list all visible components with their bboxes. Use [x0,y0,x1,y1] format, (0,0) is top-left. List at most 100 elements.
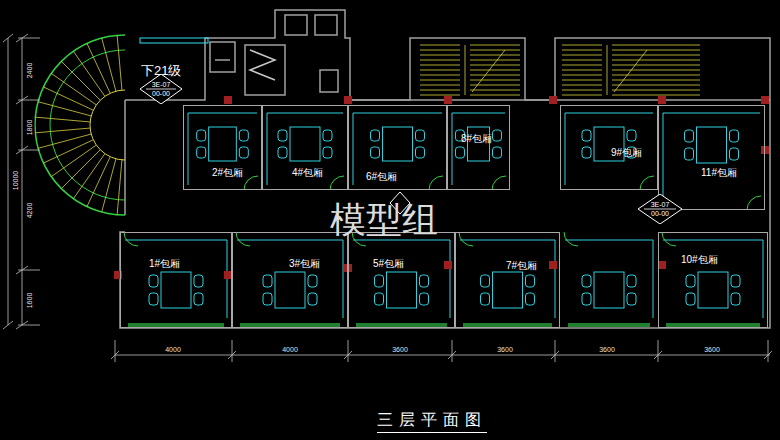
dimension: 4000 [281,345,299,354]
door-swing [459,232,473,246]
plan-line [285,15,307,35]
stair-tread [420,45,460,46]
stair-note: 下21级 [141,62,181,80]
stair-tread [562,85,602,86]
stair-tread [612,90,700,91]
chair [685,148,694,160]
chair [371,130,380,141]
stair-tread [562,80,602,81]
stair-tread [612,75,700,76]
callout-diamond [140,74,182,104]
chair [685,130,694,142]
room-name: 9#包厢 [611,146,642,160]
stair-tread [470,80,520,81]
column [344,96,352,104]
stair-tread [562,60,602,61]
chair [493,130,502,141]
window-strip [128,323,224,327]
chair [278,130,287,141]
table [161,272,191,308]
column [658,96,666,104]
chair [239,147,248,158]
plan-line [35,35,125,215]
plan-line [210,42,235,72]
table [387,272,417,308]
watermark: 模型组 [330,196,438,245]
stair-tread [612,85,700,86]
stair-tread [420,65,460,66]
dimension-lines [3,34,772,362]
callout-number: 00-00 [638,209,682,218]
chair [731,275,740,287]
stair-tread [420,85,460,86]
chair [481,275,490,287]
column [549,96,557,104]
walls [120,10,770,328]
table [594,272,624,308]
stair-tread [612,70,700,71]
chair [308,293,317,305]
chair [582,293,591,305]
chair [627,293,636,305]
dimension: 2400 [25,61,34,79]
plan-line [250,50,275,80]
door-swing [124,232,138,246]
stair-tread [470,45,520,46]
chair [731,293,740,305]
callout-number: 00-00 [140,89,182,98]
stair-tread [43,87,93,110]
chair [323,147,332,158]
plan-line [8,38,9,325]
chair [420,293,429,305]
private-room: 2#包厢 [183,105,262,190]
dimension: 10000 [12,169,21,190]
dimension-tick [3,321,13,329]
private-room: 9#包厢 [560,105,658,190]
room-name: 6#包厢 [366,170,397,184]
dimension: 4000 [164,345,182,354]
column [224,271,232,279]
extension-line [18,100,40,101]
stair-tread [562,70,602,71]
callout-diamond [638,194,682,224]
callout-number: 3E-07 [140,80,182,89]
chair [627,130,636,141]
chair [194,275,203,287]
dimension-tick [3,34,13,42]
sofa-line [267,113,343,185]
chair [197,130,206,141]
stair-tread [420,90,460,91]
door-swing [747,196,761,210]
stair-tread [420,70,460,71]
chair [730,148,739,160]
chair [526,293,535,305]
private-room: 11#包厢 [658,105,765,210]
stair-tread [420,75,460,76]
stair-tread [470,95,520,96]
room-name: 10#包厢 [681,253,718,267]
chair [323,130,332,141]
callout-diamond [140,74,182,104]
extension-line [768,340,769,362]
chair [416,147,425,158]
chair [730,130,739,142]
private-room: 3#包厢 [232,232,348,328]
column [761,96,769,104]
stair-tread [562,50,602,51]
chair [263,293,272,305]
stair-tread [562,65,602,66]
chair [420,275,429,287]
column [658,261,666,269]
chair [239,130,248,141]
window-strip [240,323,340,327]
stair-tread [43,140,93,163]
dimension: 3600 [391,345,409,354]
stair-tread [562,90,602,91]
door-swing [244,176,258,190]
furniture [124,113,763,318]
stair-tread [612,65,700,66]
dimension: 1600 [25,291,34,309]
stair-tread [470,75,520,76]
plan-line [315,15,337,35]
chair [627,275,636,287]
